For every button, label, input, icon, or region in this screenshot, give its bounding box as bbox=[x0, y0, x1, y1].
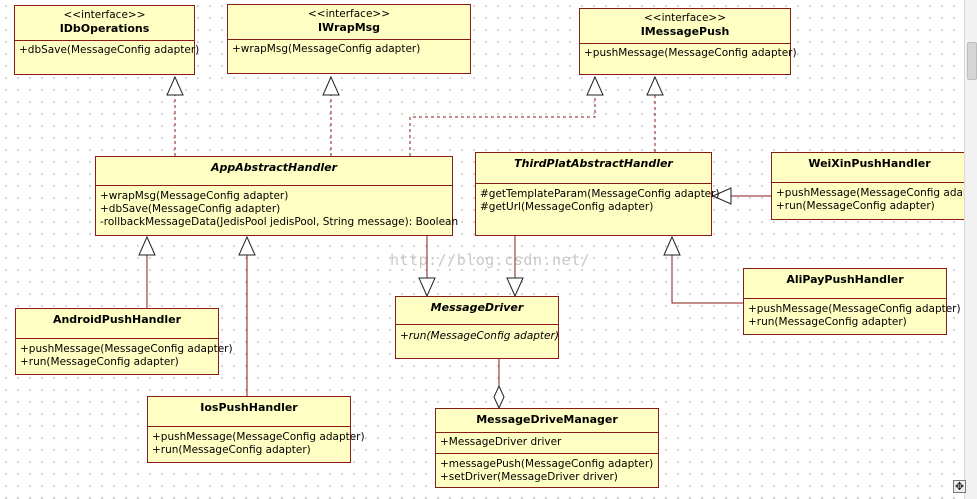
class-androidpushhandler[interactable]: AndroidPushHandler +pushMessage(MessageC… bbox=[15, 308, 233, 375]
class-name: MessageDriveManager bbox=[476, 413, 618, 426]
attributes-section: +MessageDriver driver bbox=[436, 433, 658, 454]
class-weixinpushhandler[interactable]: WeiXinPushHandler +pushMessage(MessageCo… bbox=[771, 152, 977, 220]
operations-section: +pushMessage(MessageConfig adapter) +run… bbox=[772, 183, 977, 216]
realization-line bbox=[409, 95, 596, 156]
stereotype-label: <<interface>> bbox=[307, 8, 391, 20]
stereotype-label: <<interface>> bbox=[63, 9, 146, 21]
pan-icon[interactable]: ✥ bbox=[953, 480, 966, 493]
operations-section: +messagePush(MessageConfig adapter) +set… bbox=[436, 454, 658, 487]
class-header: AndroidPushHandler bbox=[16, 309, 218, 339]
generalization-arrowhead bbox=[238, 235, 256, 256]
operation: +pushMessage(MessageConfig adapter) bbox=[20, 343, 233, 355]
operation: +run(MessageConfig adapter) bbox=[400, 330, 559, 342]
class-name: AliPayPushHandler bbox=[786, 273, 904, 286]
class-imessagepush[interactable]: <<interface>> IMessagePush +pushMessage(… bbox=[579, 8, 797, 75]
realization-arrowhead bbox=[646, 75, 664, 96]
operation: -rollbackMessageData(JedisPool jedisPool… bbox=[100, 216, 459, 228]
generalization-arrowhead bbox=[418, 277, 436, 298]
class-messagedriver[interactable]: MessageDriver +run(MessageConfig adapter… bbox=[395, 296, 559, 359]
scrollbar-thumb[interactable] bbox=[967, 42, 977, 80]
class-name: IDbOperations bbox=[59, 22, 150, 35]
class-thirdplatabstracthandler[interactable]: ThirdPlatAbstractHandler #getTemplatePar… bbox=[475, 152, 720, 236]
operations-section: +pushMessage(MessageConfig adapter) +run… bbox=[16, 339, 233, 372]
class-name: IosPushHandler bbox=[200, 401, 298, 414]
operation: +setDriver(MessageDriver driver) bbox=[440, 471, 618, 483]
operations-section: +dbSave(MessageConfig adapter) bbox=[15, 41, 200, 60]
operations-section: +pushMessage(MessageConfig adapter) +run… bbox=[148, 427, 365, 460]
operations-section: +pushMessage(MessageConfig adapter) +run… bbox=[744, 299, 961, 332]
operation: +run(MessageConfig adapter) bbox=[748, 316, 907, 328]
class-name: WeiXinPushHandler bbox=[808, 157, 931, 170]
operation: +pushMessage(MessageConfig adapter) bbox=[152, 431, 365, 443]
stereotype-label: <<interface>> bbox=[643, 12, 727, 24]
class-header: IosPushHandler bbox=[148, 397, 350, 427]
class-idboperations[interactable]: <<interface>> IDbOperations +dbSave(Mess… bbox=[14, 5, 200, 75]
operation: +run(MessageConfig adapter) bbox=[152, 444, 311, 456]
operations-section: +pushMessage(MessageConfig adapter) bbox=[580, 44, 797, 63]
operation: #getUrl(MessageConfig adapter) bbox=[480, 201, 654, 213]
class-iospushhandler[interactable]: IosPushHandler +pushMessage(MessageConfi… bbox=[147, 396, 365, 463]
class-header: <<interface>> IWrapMsg bbox=[228, 5, 470, 40]
class-header: MessageDriveManager bbox=[436, 409, 658, 433]
realization-arrowhead bbox=[586, 75, 604, 96]
operations-section: +wrapMsg(MessageConfig adapter) +dbSave(… bbox=[96, 186, 459, 232]
operation: +dbSave(MessageConfig adapter) bbox=[19, 44, 200, 56]
operation: +wrapMsg(MessageConfig adapter) bbox=[100, 190, 289, 202]
generalization-arrowhead bbox=[506, 277, 524, 298]
operations-section: #getTemplateParam(MessageConfig adapter)… bbox=[476, 184, 720, 217]
operation: +dbSave(MessageConfig adapter) bbox=[100, 203, 281, 215]
class-header: AppAbstractHandler bbox=[96, 157, 452, 186]
operation: +run(MessageConfig adapter) bbox=[20, 356, 179, 368]
generalization-line bbox=[671, 255, 743, 304]
aggregation-diamond bbox=[493, 384, 505, 410]
class-header: ThirdPlatAbstractHandler bbox=[476, 153, 711, 184]
class-appabstracthandler[interactable]: AppAbstractHandler +wrapMsg(MessageConfi… bbox=[95, 156, 459, 236]
operation: +messagePush(MessageConfig adapter) bbox=[440, 458, 654, 470]
class-name: IMessagePush bbox=[640, 25, 730, 38]
generalization-arrowhead bbox=[138, 235, 156, 256]
class-header: MessageDriver bbox=[396, 297, 558, 325]
class-header: <<interface>> IMessagePush bbox=[580, 9, 790, 44]
operation: +pushMessage(MessageConfig adapter) bbox=[584, 47, 797, 59]
operation: #getTemplateParam(MessageConfig adapter) bbox=[480, 188, 720, 200]
operation: +run(MessageConfig adapter) bbox=[776, 200, 935, 212]
class-messagedrivemanager[interactable]: MessageDriveManager +MessageDriver drive… bbox=[435, 408, 659, 488]
operation: +pushMessage(MessageConfig adapter) bbox=[748, 303, 961, 315]
generalization-arrowhead bbox=[663, 235, 681, 256]
class-header: WeiXinPushHandler bbox=[772, 153, 967, 183]
realization-arrowhead bbox=[322, 75, 340, 96]
operation: +pushMessage(MessageConfig adapter) bbox=[776, 187, 977, 199]
watermark-text: http://blog.csdn.net/ bbox=[390, 251, 591, 269]
class-name: ThirdPlatAbstractHandler bbox=[514, 157, 673, 170]
class-alipaypushhandler[interactable]: AliPayPushHandler +pushMessage(MessageCo… bbox=[743, 268, 961, 335]
class-name: AndroidPushHandler bbox=[52, 313, 182, 326]
class-name: IWrapMsg bbox=[317, 21, 381, 34]
class-name: AppAbstractHandler bbox=[210, 161, 338, 174]
vertical-scrollbar[interactable] bbox=[964, 0, 977, 499]
attribute: +MessageDriver driver bbox=[440, 436, 562, 448]
class-iwrapmsg[interactable]: <<interface>> IWrapMsg +wrapMsg(MessageC… bbox=[227, 4, 471, 74]
realization-arrowhead bbox=[166, 75, 184, 96]
class-header: <<interface>> IDbOperations bbox=[15, 6, 194, 41]
generalization-arrowhead bbox=[711, 187, 732, 205]
operation: +wrapMsg(MessageConfig adapter) bbox=[232, 43, 421, 55]
class-name: MessageDriver bbox=[430, 301, 524, 314]
operations-section: +run(MessageConfig adapter) bbox=[396, 325, 559, 346]
class-header: AliPayPushHandler bbox=[744, 269, 946, 299]
operations-section: +wrapMsg(MessageConfig adapter) bbox=[228, 40, 470, 59]
